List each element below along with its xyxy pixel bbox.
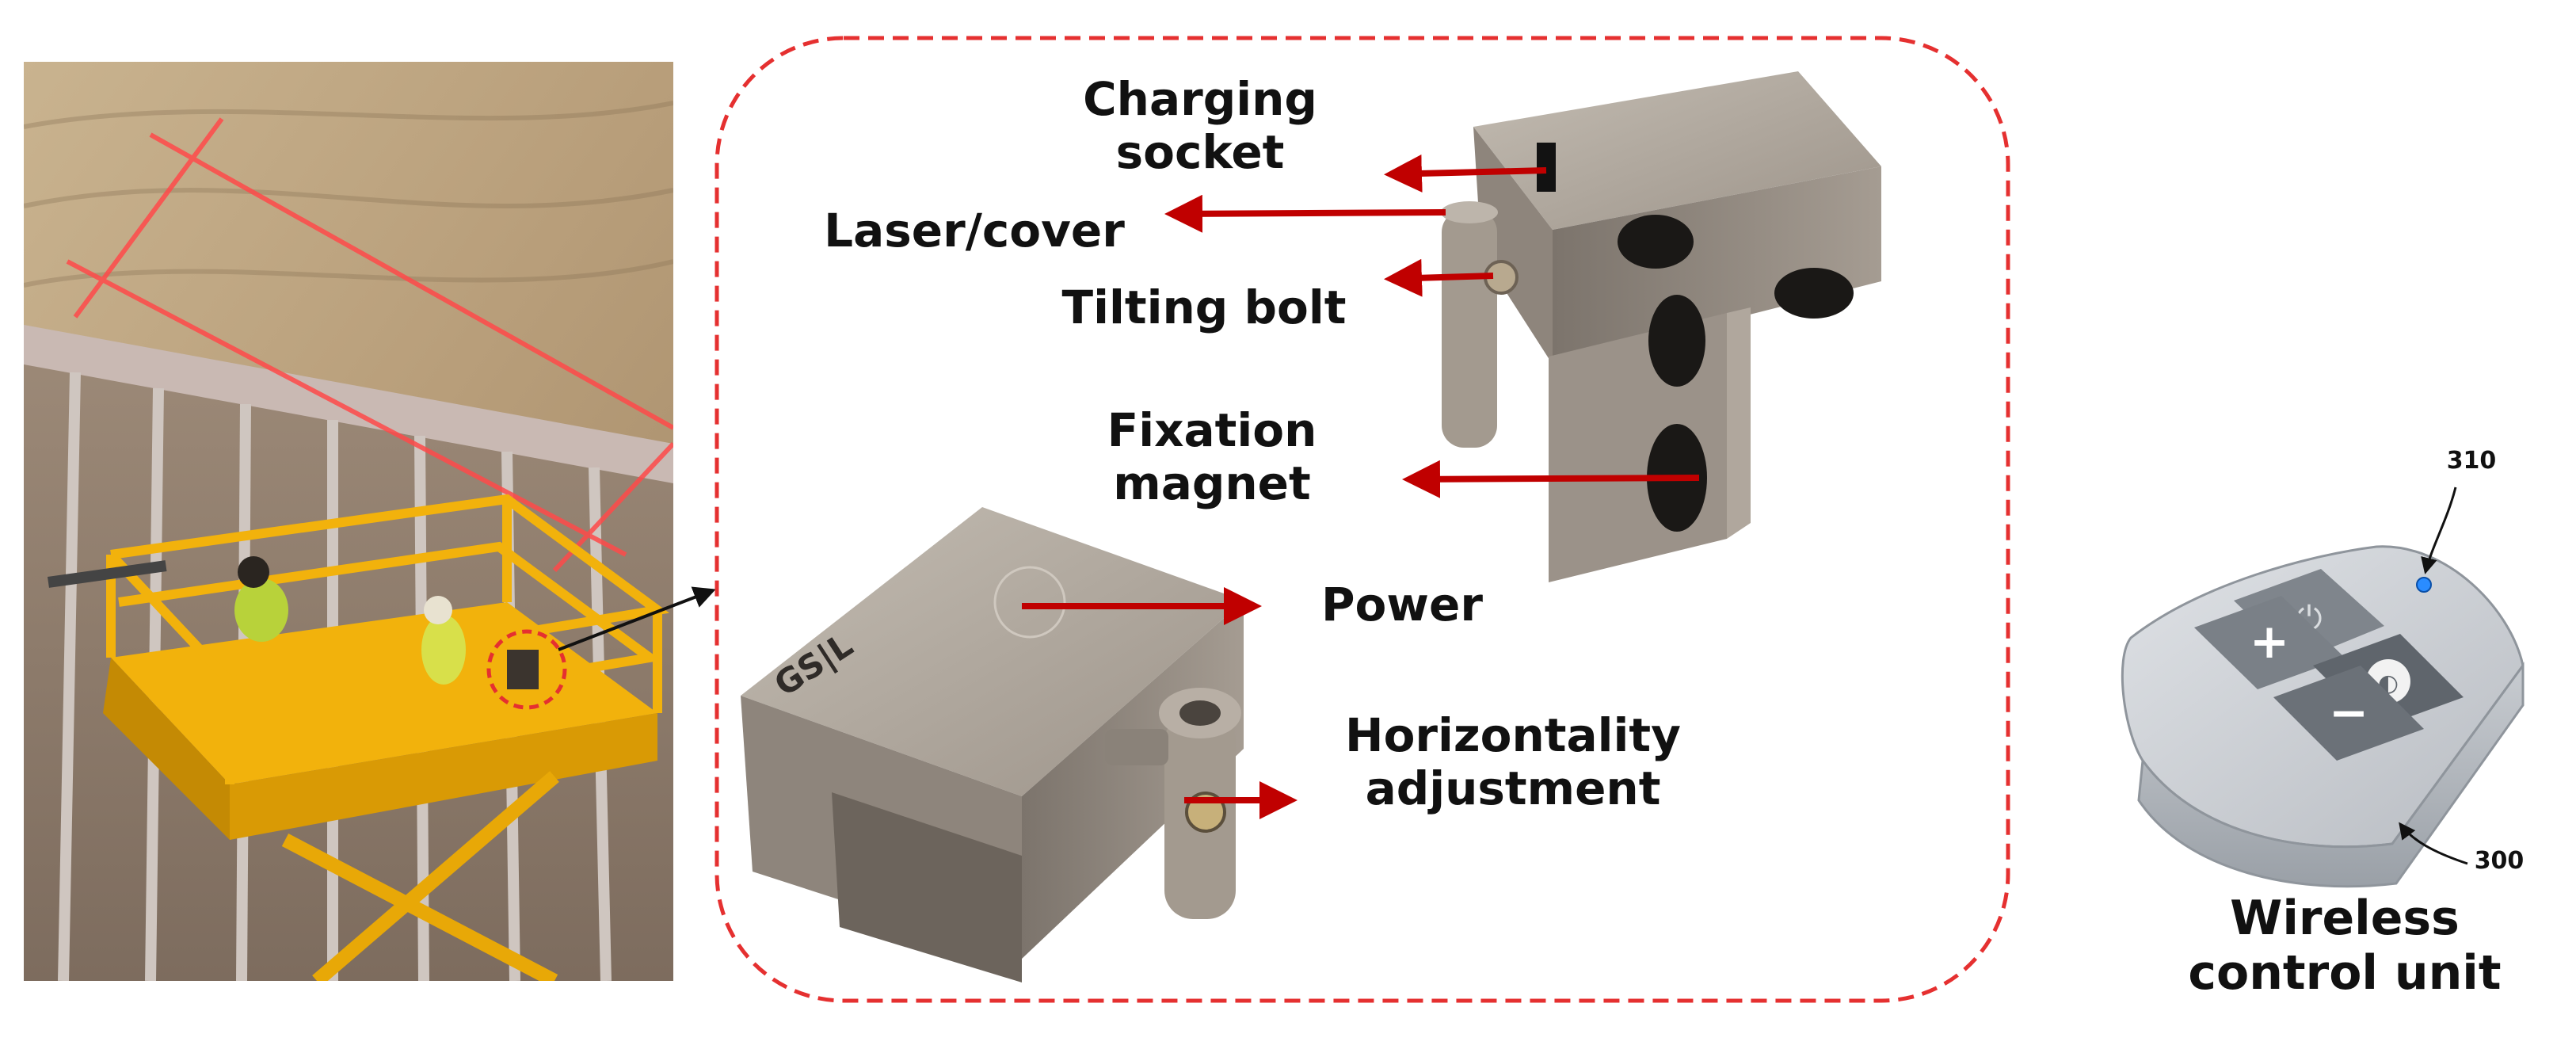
scissor-lift [48, 494, 669, 981]
remote-button-plus[interactable]: + [2194, 596, 2345, 689]
remote-title: Wireless control unit [2188, 891, 2502, 1001]
site-photo [24, 62, 673, 981]
status-led [2416, 577, 2432, 593]
label-power: Power [1321, 578, 1483, 631]
ref-300-leader [2399, 822, 2468, 865]
remote-button-minus[interactable]: − [2273, 666, 2424, 761]
laser-device-upper [1441, 71, 1881, 582]
minus-icon: − [2329, 685, 2368, 741]
arrow-icon [1402, 460, 1700, 498]
callout-arrows [1022, 154, 1700, 819]
arrow-icon [1384, 258, 1494, 297]
label-charging-socket: Charging socket [1083, 72, 1317, 179]
label-tilting-bolt: Tilting bolt [1061, 280, 1347, 334]
wireless-remote: ⏻ + ◐ − [2121, 545, 2525, 888]
detail-panel-border [714, 36, 2010, 1003]
arrow-icon [1164, 194, 1446, 233]
laser-device-lower: GS|L [741, 507, 1244, 982]
label-horizontality-adjustment: Horizontality adjustment [1345, 708, 1681, 815]
ref-310-leader [2421, 486, 2457, 574]
zoom-pointer-arrow [558, 586, 716, 651]
label-fixation-magnet: Fixation magnet [1107, 403, 1317, 510]
label-laser-cover: Laser/cover [824, 204, 1125, 258]
plus-icon: + [2250, 614, 2289, 670]
power-button-on-device [993, 566, 1066, 639]
ref-number-300: 300 [2474, 847, 2525, 875]
arrow-icon [1384, 154, 1547, 193]
ref-number-310: 310 [2446, 447, 2497, 475]
